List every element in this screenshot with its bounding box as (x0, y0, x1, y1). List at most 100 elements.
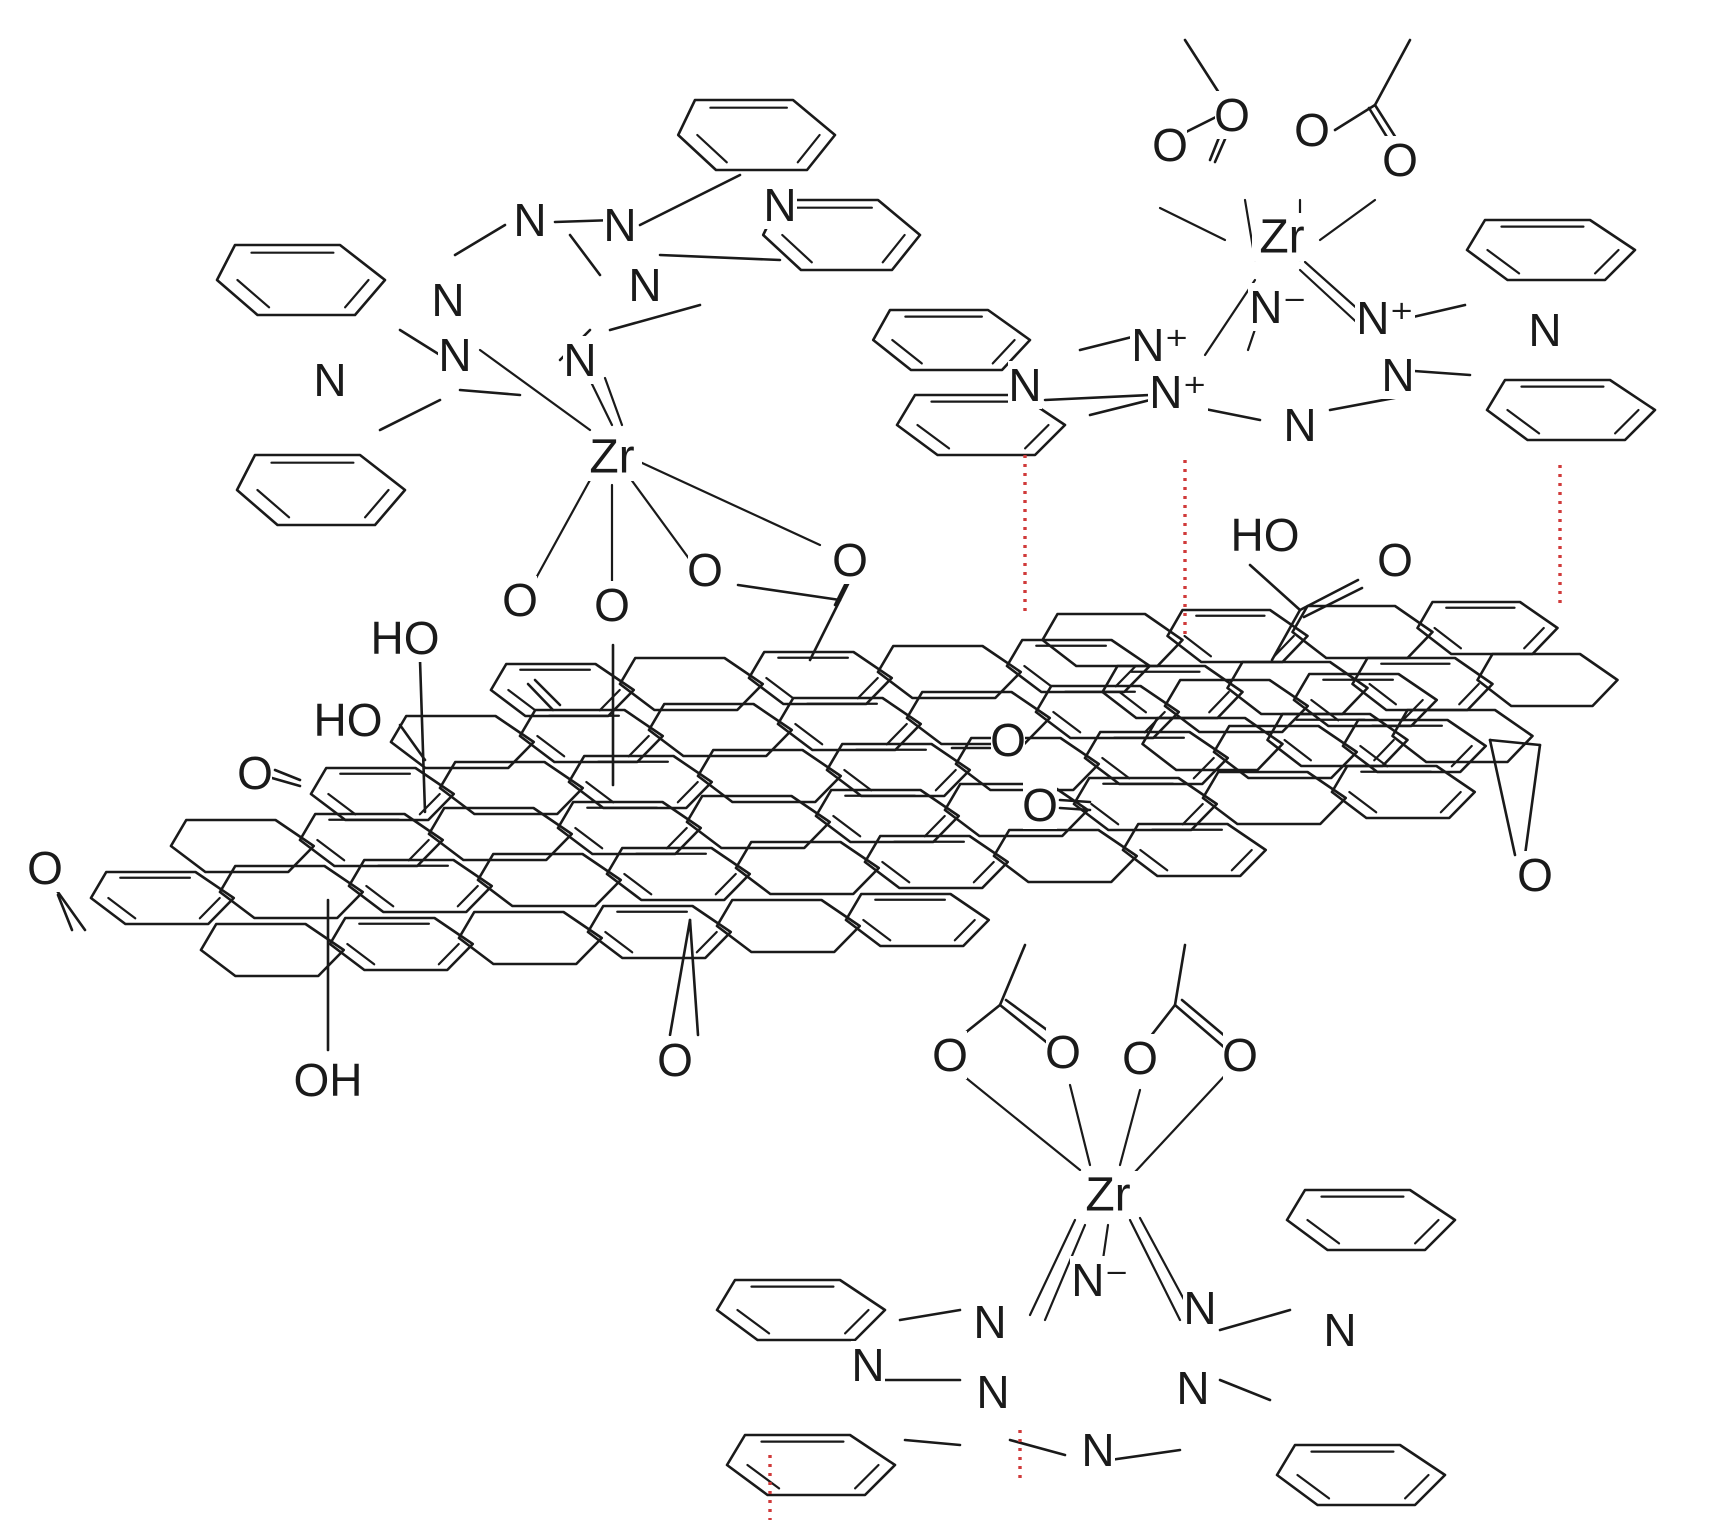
graphene-ring (954, 736, 1101, 792)
nitrogen-cation-label-knockout (1148, 368, 1208, 416)
oxygen-label-knockout (28, 844, 62, 892)
pc3-benzene-ring-double-bond (1403, 1473, 1430, 1500)
nitrogen-cation-label-knockout (1130, 321, 1190, 369)
graphene-ring (1226, 660, 1369, 716)
nitrogen-label: N (1381, 349, 1414, 401)
nitrogen-label: N (1323, 1304, 1356, 1356)
oxygen-label-knockout (991, 716, 1025, 764)
graphene-ring-double-bond (598, 688, 621, 712)
graphene-ring (1351, 656, 1494, 712)
graphene-ring-double-bond (665, 826, 688, 850)
graphene-ring (328, 916, 475, 972)
graphene-ring-double-bond (456, 884, 479, 908)
graphene-ring-double-bond (972, 860, 995, 884)
nitrogen-label-knockout (851, 1341, 885, 1389)
pc2-benzene-ring-double-bond (1613, 408, 1640, 435)
oxygen-label: O (1294, 104, 1330, 156)
graphene-ring (1034, 684, 1181, 740)
hydroxyl-label-knockout (1235, 511, 1295, 559)
graphene-ring-double-bond (1208, 690, 1230, 714)
graphene-ring-double-bond (1273, 634, 1295, 658)
nitrogen-label: N (603, 199, 636, 251)
oxygen-label-knockout (833, 536, 867, 584)
graphene-ring (476, 852, 623, 908)
pc2-benzene-ring-double-bond (916, 423, 951, 450)
graphene-ring-double-bond (1023, 664, 1053, 688)
pc3-benzene-ring-double-bond (1296, 1473, 1331, 1500)
graphene-ring (1072, 776, 1219, 832)
graphene-ring (747, 650, 894, 706)
nitrogen-anion-label: N⁻ (1071, 1254, 1129, 1306)
nitrogen-label: N (851, 1339, 884, 1391)
pc1-benzene-ring-double-bond (781, 233, 813, 264)
oxygen-label-knockout (1215, 91, 1249, 139)
nitrogen-label: N (973, 1296, 1006, 1348)
nitrogen-label-knockout (1381, 351, 1415, 399)
nitrogen-label-knockout (976, 1368, 1010, 1416)
graphene-ring-double-bond (714, 872, 737, 896)
graphene-ring-double-bond (1101, 756, 1131, 780)
oxygen-label: O (687, 544, 723, 596)
graphene-ring-double-bond (585, 780, 615, 804)
graphene-ring (1121, 822, 1268, 878)
pc3-benzene-ring-double-bond (1306, 1218, 1341, 1245)
oxygen-label: O (237, 747, 273, 799)
oxygen-label: O (1222, 1029, 1258, 1081)
graphene-ring (1330, 764, 1477, 820)
pc2-macrocycle-bond (1043, 393, 1152, 402)
pc1-benzene-ring-double-bond (364, 488, 390, 519)
graphene-ring-double-bond (437, 942, 460, 966)
pc2-benzene-ring-double-bond (1506, 408, 1541, 435)
pc3-macrocycle-bond (1218, 1308, 1292, 1332)
graphene-ring-double-bond (1118, 690, 1147, 714)
graphene-ring-double-bond (765, 676, 795, 700)
graphene-ring-double-bond (1181, 802, 1204, 826)
oxygen-label-knockout (595, 581, 629, 629)
graphene-ring (1201, 770, 1348, 826)
oxygen-label-knockout (503, 576, 537, 624)
hydroxyl-label: HO (1231, 509, 1300, 561)
nitrogen-label-knockout (431, 276, 465, 324)
graphene-ring-double-bond (1359, 744, 1389, 768)
graphene-ring-double-bond (1114, 664, 1137, 688)
graphene-ring (1212, 724, 1359, 780)
oxygen-label: O (932, 1029, 968, 1081)
hydroxyl-label: HO (314, 694, 383, 746)
graphene-ring (1391, 708, 1534, 764)
graphene-ring-double-bond (1139, 848, 1169, 872)
nitrogen-label-knockout (628, 261, 662, 309)
pc2-benzene-ring (871, 308, 1032, 372)
hydroxyl-label-knockout (318, 696, 378, 744)
nitrogen-label-knockout (763, 181, 797, 229)
graphene-ring (218, 864, 365, 920)
hydroxyl-label-knockout (375, 614, 435, 662)
graphene-ring (844, 892, 991, 948)
graphene-ring-double-bond (1192, 756, 1215, 780)
nitrogen-cation-label: N⁺ (1131, 319, 1189, 371)
nitrogen-label: N (1176, 1362, 1209, 1414)
graphene-ring (1141, 716, 1284, 772)
pc3-benzene-ring-double-bond (853, 1463, 880, 1490)
oxygen-label-knockout (933, 1031, 967, 1079)
graphene-ring (1476, 652, 1619, 708)
graphene-ring (905, 690, 1052, 746)
pc1-benzene-ring-double-bond (344, 278, 370, 309)
pc1-benzene-ring-double-bond (236, 278, 271, 309)
graphene-ring (876, 644, 1023, 700)
graphene-ring-double-bond (418, 792, 441, 816)
pc2-benzene-ring-double-bond (891, 338, 923, 365)
hydroxyl-label: OH (294, 1054, 363, 1106)
oxygen-label-knockout (1046, 1028, 1080, 1076)
graphene-ring (1163, 678, 1310, 734)
oxygen-label: O (657, 1034, 693, 1086)
hydroxyl-label-knockout (298, 1056, 358, 1104)
graphene-ring (199, 922, 346, 978)
nitrogen-cation-label: N⁺ (1356, 292, 1414, 344)
graphene-ring-double-bond (1433, 626, 1462, 650)
graphene-ring (298, 812, 445, 868)
pc2-benzene-ring (1465, 218, 1637, 282)
oxygen-label: O (27, 842, 63, 894)
nitrogen-cation-label: N⁺ (1149, 366, 1207, 418)
nitrogen-anion-label-knockout (1070, 1256, 1130, 1304)
phthalocyanine-rings (215, 98, 1657, 1507)
